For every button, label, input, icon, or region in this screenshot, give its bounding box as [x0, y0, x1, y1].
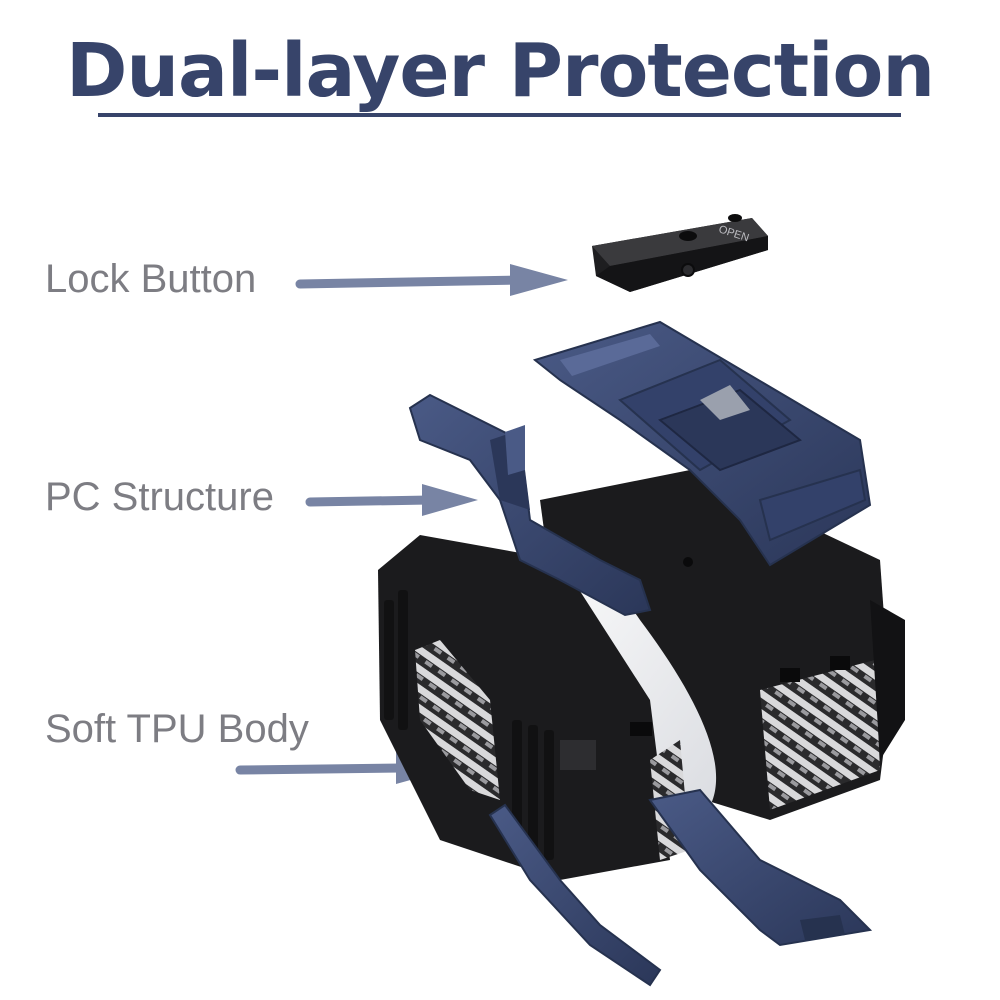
pc-structure-top-plate: [532, 320, 872, 567]
arrow-lock-button: [295, 264, 568, 296]
lock-button-part: OPEN: [592, 214, 768, 292]
pc-structure-bottom-clip-left: [488, 803, 662, 987]
pc-structure-label: PC Structure: [45, 475, 274, 519]
title-underline: [98, 113, 901, 117]
pc-structure-left-clip: [408, 393, 652, 617]
lock-button-label: Lock Button: [45, 257, 257, 301]
arrow-pc-structure: [305, 484, 478, 516]
pc-structure-bottom-clip-right: [648, 788, 873, 947]
soft-tpu-body-label: Soft TPU Body: [45, 707, 309, 751]
tpu-body-front: [378, 535, 726, 880]
page-title: Dual-layer Protection: [65, 28, 935, 114]
